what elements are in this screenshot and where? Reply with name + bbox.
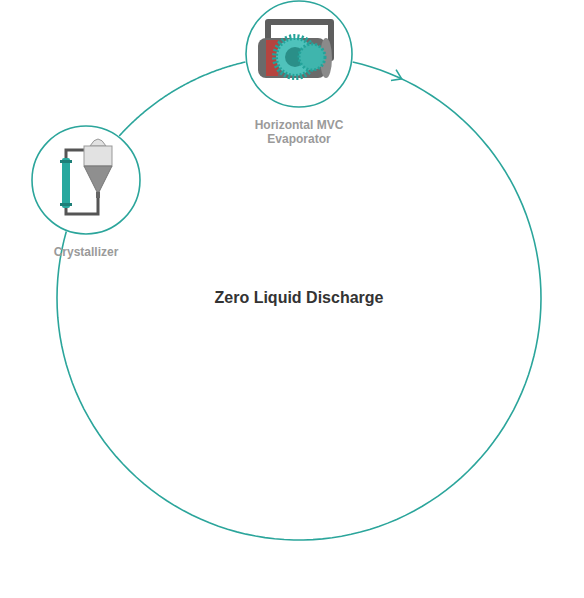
evaporator-icon bbox=[258, 22, 332, 78]
connector-line bbox=[57, 62, 541, 540]
cycle-arc bbox=[119, 62, 245, 136]
equipment-label: Crystallizer bbox=[36, 245, 136, 259]
equipment-node: Horizontal MVC Evaporator bbox=[234, 0, 364, 146]
node-ring bbox=[32, 126, 140, 234]
diagram-title-text: Zero Liquid Discharge bbox=[215, 289, 384, 307]
arrow-head bbox=[391, 70, 402, 81]
connector-line bbox=[119, 62, 245, 136]
equipment-node: Crystallizer bbox=[21, 125, 151, 259]
crystallizer-icon bbox=[60, 139, 112, 214]
cycle-arc bbox=[57, 62, 541, 540]
node-ring bbox=[246, 1, 352, 107]
node-circle bbox=[31, 125, 141, 235]
node-circle bbox=[245, 0, 353, 108]
cycle-ring bbox=[56, 55, 542, 541]
equipment-label: Horizontal MVC Evaporator bbox=[249, 118, 349, 146]
